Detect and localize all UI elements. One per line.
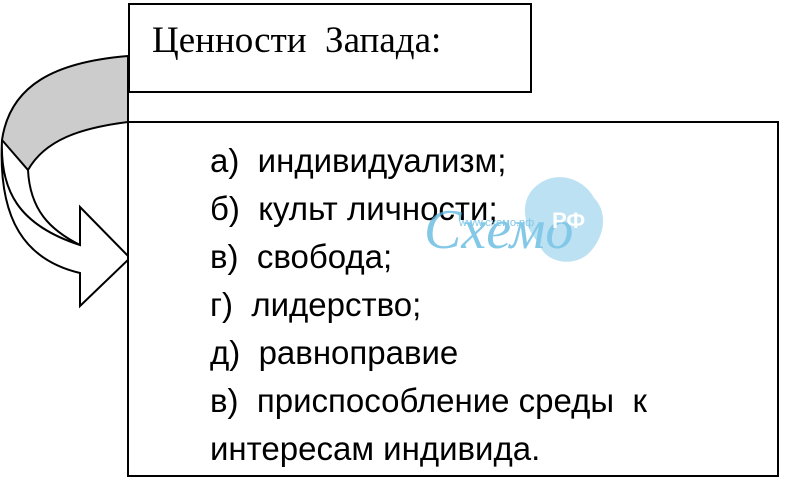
watermark-url: www.схемо.рф <box>458 217 534 229</box>
list-item: а) индивидуализм; <box>210 142 507 179</box>
list-item: в) свобода; <box>210 238 393 275</box>
values-list: а) индивидуализм; б) культ личности; в) … <box>210 137 647 473</box>
list-item: д) равноправие <box>210 334 459 371</box>
list-item: г) лидерство; <box>210 286 422 323</box>
list-item-continuation: интересам индивида. <box>210 430 541 467</box>
watermark-logo: Схемо www.схемо.рф РФ <box>424 177 604 262</box>
arrow-inner-edge <box>27 169 81 246</box>
values-list-box: а) индивидуализм; б) культ личности; в) … <box>127 121 779 477</box>
list-item: б) культ личности; <box>210 190 498 227</box>
watermark-word: Схемо <box>424 199 573 261</box>
diagram-title: Ценности Запада: <box>152 20 442 61</box>
arrow-band-shaded <box>0 54 129 172</box>
watermark-badge: РФ <box>552 208 585 233</box>
list-item: в) приспособление среды к <box>210 382 647 419</box>
arrow-body <box>0 139 132 309</box>
watermark-splash <box>524 177 604 262</box>
title-box: Ценности Запада: <box>128 3 532 93</box>
